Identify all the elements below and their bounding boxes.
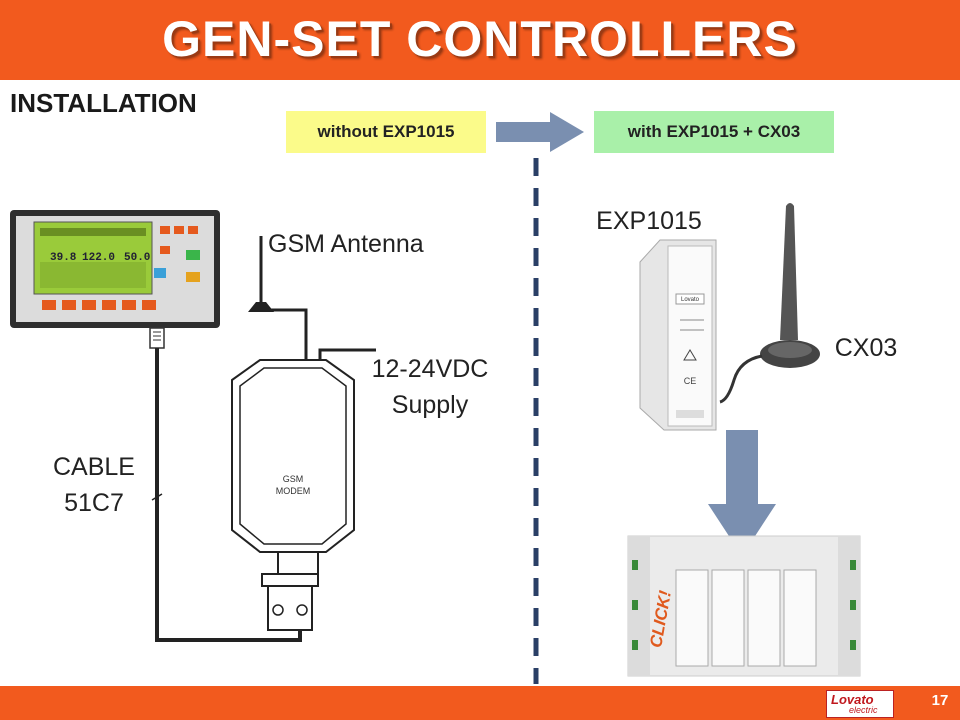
supply-label-2: Supply <box>391 391 469 419</box>
page-title: GEN-SET CONTROLLERS <box>162 11 798 67</box>
cable-label-2: 51C7 <box>64 489 124 517</box>
gsm-antenna-label: GSM Antenna <box>268 230 424 258</box>
readout-1: 39.8 <box>50 252 77 264</box>
exp1015-label: EXP1015 <box>596 207 702 235</box>
module-brand: Lovato <box>681 297 700 303</box>
transition-arrow-icon <box>496 112 584 152</box>
gsm-modem <box>231 359 355 631</box>
cx03-antenna-icon <box>719 203 820 404</box>
with-exp-label: with EXP1015 + CX03 <box>594 111 834 153</box>
page-number: 17 <box>931 692 949 709</box>
down-arrow-icon <box>708 430 776 556</box>
footer-bar <box>0 686 960 720</box>
gsm-antenna-icon <box>248 236 308 362</box>
cable-51c7 <box>149 327 302 642</box>
cable-label-1: CABLE <box>53 453 135 481</box>
readout-3: 50.0 <box>124 252 150 264</box>
exp1015-module: CE <box>639 239 717 431</box>
cx03-label: CX03 <box>834 334 898 362</box>
controller-device <box>10 210 220 328</box>
modem-label-2: MODEM <box>276 486 311 496</box>
lovato-logo: Lovato electric <box>826 690 894 718</box>
logo-sub: electric <box>849 705 878 715</box>
header-bar <box>0 0 960 80</box>
svg-text:CE: CE <box>684 376 697 386</box>
din-rail-assembly <box>627 535 861 677</box>
modem-label-1: GSM <box>283 474 304 484</box>
logo-brand: Lovato <box>831 692 874 707</box>
readout-2: 122.0 <box>82 252 115 264</box>
supply-label-1: 12-24VDC <box>371 355 489 383</box>
section-title: INSTALLATION <box>10 88 197 118</box>
without-exp-label: without EXP1015 <box>286 111 486 153</box>
